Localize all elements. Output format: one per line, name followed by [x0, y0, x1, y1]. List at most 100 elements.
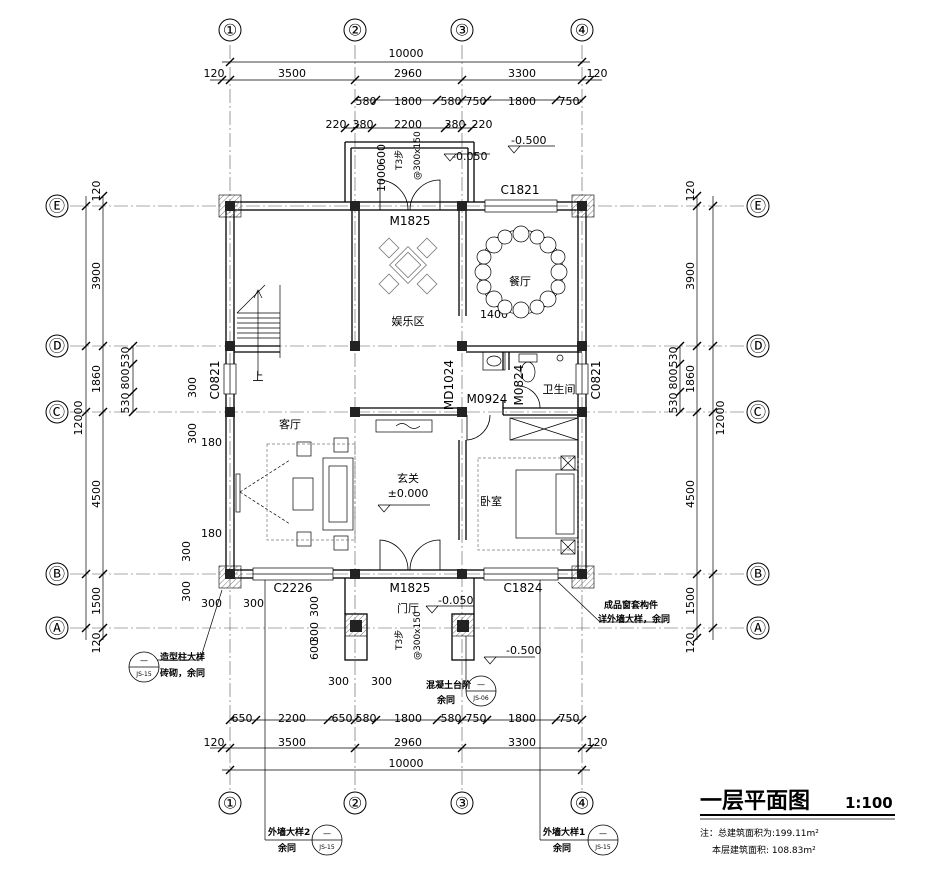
window-c1821: C1821	[501, 183, 540, 197]
dim-misc-4: 180	[201, 527, 222, 540]
dim-top-2: 3500	[278, 67, 306, 80]
door-m1825-top: M1825	[390, 214, 431, 228]
dim-misc-8: 300	[243, 597, 264, 610]
dim-misc-6: 300	[180, 581, 193, 602]
room-foyer: 玄关	[397, 471, 419, 485]
columns	[225, 201, 587, 632]
dim-top2-5: 1800	[508, 95, 536, 108]
index-3-ref: JS-15	[318, 844, 335, 851]
dim-right-1: 120	[684, 181, 697, 202]
callout-window-sill: 成品窗套构件	[604, 599, 658, 611]
level-step-top: T3步	[394, 150, 405, 171]
grid-bubble-labels: ① ② ③ ④ ① ② ③ ④ Ⓔ Ⓓ Ⓒ Ⓑ Ⓐ Ⓔ Ⓓ Ⓒ Ⓑ Ⓐ	[49, 21, 766, 813]
opening-labels: M1825 C1821 C0821 C0821 MD1024 M0924 M08…	[208, 183, 603, 595]
grid-col-2: ②	[348, 21, 362, 40]
dim-bot-3: 650	[332, 712, 353, 725]
dimension-ticks	[81, 57, 718, 775]
dim-right-4: 4500	[684, 480, 697, 508]
callout-column-detail-sub: 砖砌，余同	[160, 667, 205, 679]
dim-bot2-4: 3300	[508, 736, 536, 749]
bedroom-furniture	[477, 417, 579, 555]
dim-bot2-2: 3500	[278, 736, 306, 749]
dim-bot-9: 750	[559, 712, 580, 725]
dim-top2-3: 580	[441, 95, 462, 108]
room-living: 客厅	[279, 417, 301, 431]
drawing-title: 一层平面图	[700, 789, 810, 814]
dim-misc-10: 300	[308, 622, 321, 643]
dim-top-3: 2960	[394, 67, 422, 80]
grid-col-4: ④	[575, 21, 589, 40]
callout-column-detail: 造型柱大样	[160, 651, 205, 663]
dim-top2-6: 750	[559, 95, 580, 108]
grid-col-3: ③	[455, 21, 469, 40]
dim-bot-8: 1800	[508, 712, 536, 725]
room-foyer-level: ±0.000	[388, 487, 429, 500]
dim-misc-13: 300	[371, 675, 392, 688]
window-c2226: C2226	[274, 581, 313, 595]
dim-top-4: 3300	[508, 67, 536, 80]
dim-text-misc: 300 300 180 180 300 300 300 300 300 300 …	[180, 144, 508, 688]
dim-right-3: 1860	[684, 365, 697, 393]
dim-right-6: 120	[684, 633, 697, 654]
level-step-bottom-spec: @300x150	[413, 611, 423, 660]
window-c0821-left: C0821	[208, 361, 222, 400]
dim-top3-1: 220	[326, 118, 347, 131]
level-bottom-outside: -0.500	[506, 644, 541, 657]
index-1-ref: JS-15	[135, 671, 152, 678]
room-bedroom: 卧室	[480, 494, 502, 508]
index-circles	[128, 651, 619, 856]
window-c1824: C1824	[504, 581, 543, 595]
grid-lines	[70, 45, 745, 790]
bath-fixtures	[482, 351, 564, 383]
dim-right-in-3: 530	[667, 393, 680, 414]
grid-row-c-right: Ⓒ	[750, 403, 766, 422]
level-top-step: -0.050	[452, 150, 487, 163]
grid-col-2-bottom: ②	[348, 794, 362, 813]
dim-left-1: 120	[90, 181, 103, 202]
dim-right-in-1: 530	[667, 347, 680, 368]
callout-wall-detail1: 外墙大样1	[542, 826, 585, 838]
stairs	[236, 284, 281, 375]
dim-bot-1: 650	[232, 712, 253, 725]
dim-bot-total: 10000	[389, 757, 424, 770]
dim-top3-5: 220	[472, 118, 493, 131]
dim-misc-3: 180	[201, 436, 222, 449]
dim-left-4: 4500	[90, 480, 103, 508]
dim-bot-2: 2200	[278, 712, 306, 725]
door-md1024: MD1024	[442, 360, 456, 410]
grid-col-3-bottom: ③	[455, 794, 469, 813]
dim-misc-2: 300	[186, 423, 199, 444]
dining-table	[474, 225, 568, 319]
level-bottom-step: -0.050	[438, 594, 473, 607]
dim-top2-1: 580	[356, 95, 377, 108]
grid-col-1-bottom: ①	[223, 794, 237, 813]
dim-misc-11: 600	[308, 639, 321, 660]
drawing-note-1: 注：总建筑面积为:199.11m²	[700, 827, 819, 839]
callout-concrete-step-sub: 余同	[436, 694, 455, 706]
level-labels: -0.050 -0.500 -0.050 -0.500 T3步 @300x150…	[394, 131, 546, 660]
dim-misc-15: 600	[375, 144, 388, 165]
stair-up-label: 上	[253, 370, 264, 383]
index-2-top: —	[477, 680, 485, 689]
index-3-top: —	[323, 829, 331, 838]
game-table	[378, 237, 438, 295]
grid-row-a: Ⓐ	[49, 619, 65, 638]
dim-top3-2: 380	[353, 118, 374, 131]
dim-left-in-3: 530	[119, 393, 132, 414]
dim-text-top: 10000 120 3500 2960 3300 120 580 1800 58…	[204, 47, 608, 131]
room-bathroom: 卫生间	[543, 382, 576, 396]
room-labels: 餐厅 娱乐区 客厅 玄关 ±0.000 卧室 卫生间 门厅 上	[253, 274, 576, 615]
door-m0924: M0924	[467, 392, 508, 406]
dim-top3-3: 2200	[394, 118, 422, 131]
dim-right-5: 1500	[684, 587, 697, 615]
dim-right-in-2: 800	[667, 369, 680, 390]
room-dining: 餐厅	[509, 274, 531, 288]
door-m0824: M0824	[512, 365, 526, 406]
level-markers	[377, 145, 555, 665]
level-step-bottom: T3步	[394, 630, 405, 651]
drawing-note-2: 本层建筑面积: 108.83m²	[712, 844, 816, 856]
dim-left-total: 12000	[72, 401, 85, 436]
leader-lines	[130, 580, 665, 841]
dim-left-in-1: 530	[119, 347, 132, 368]
grid-row-c: Ⓒ	[49, 403, 65, 422]
